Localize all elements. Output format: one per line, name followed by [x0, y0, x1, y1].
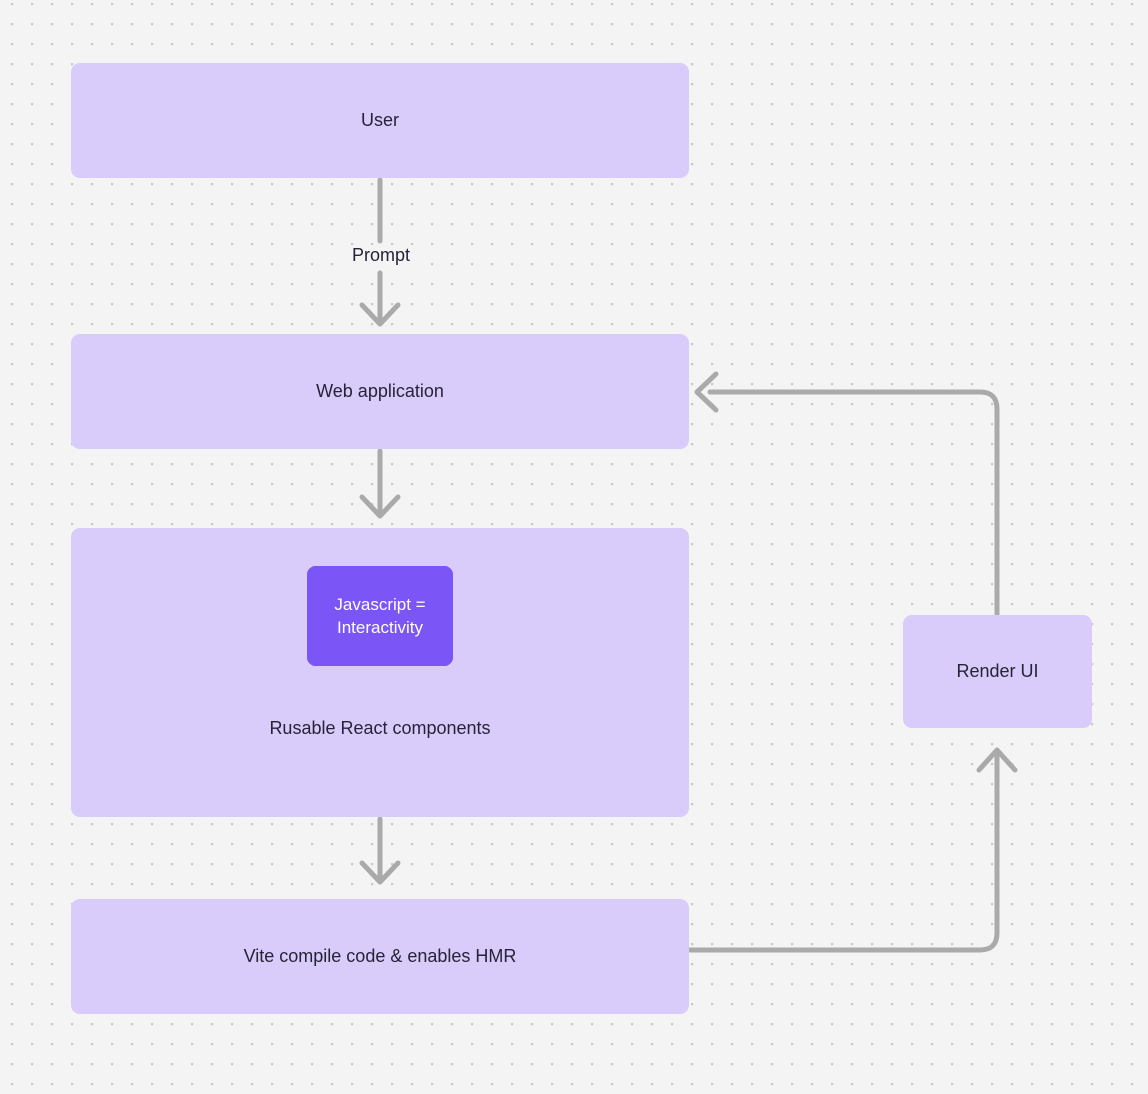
edge-label-prompt: Prompt — [345, 245, 418, 266]
arrowhead-components-to-vite — [359, 860, 401, 885]
edge-vite-to-render — [687, 749, 1000, 953]
chip-javascript[interactable]: Javascript = Interactivity — [307, 566, 453, 666]
chip-javascript-text: Javascript = Interactivity — [334, 593, 425, 640]
react-components-caption: Rusable React components — [269, 718, 491, 738]
arrowhead-render-to-webapp — [694, 371, 719, 413]
node-vite[interactable]: Vite compile code & enables HMR — [71, 899, 689, 1014]
node-web-application-label: Web application — [316, 381, 444, 402]
node-user-label: User — [360, 110, 399, 131]
node-render-ui[interactable]: Render UI — [903, 615, 1092, 728]
chip-javascript-line2: Interactivity — [337, 618, 423, 637]
node-react-components[interactable]: HTML = structure CSS = Styles & Layouts … — [71, 528, 689, 817]
node-web-application[interactable]: Web application — [71, 334, 689, 449]
react-components-body: HTML = structure CSS = Styles & Layouts … — [71, 528, 689, 817]
edge-render-to-webapp — [707, 389, 1000, 617]
node-render-ui-label: Render UI — [956, 661, 1039, 682]
arrowhead-webapp-to-components — [359, 494, 401, 519]
arrowhead-vite-to-render — [976, 747, 1018, 773]
node-vite-label: Vite compile code & enables HMR — [243, 946, 517, 967]
node-user[interactable]: User — [71, 63, 689, 178]
arrowhead-user-to-webapp — [359, 302, 401, 327]
chip-javascript-line1: Javascript = — [334, 594, 426, 614]
